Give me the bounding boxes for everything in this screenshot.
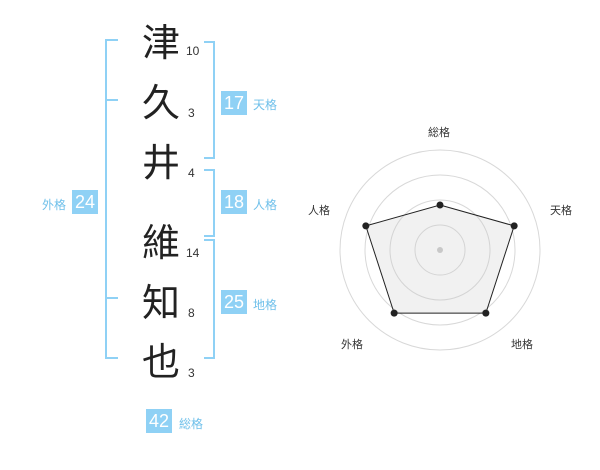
radar-point-1 [510, 222, 518, 230]
radar-polygon [365, 204, 515, 314]
radar-point-3 [390, 309, 398, 317]
name-char-6: 也 [141, 340, 180, 384]
stroke-count-6: 3 [188, 366, 195, 380]
radar-label-jinkaku: 人格 [308, 204, 330, 217]
stroke-count-3: 4 [188, 166, 195, 180]
chikaku-label: 地格 [253, 298, 278, 312]
gaikaku-value: 24 [72, 190, 98, 214]
radar-point-0 [436, 201, 444, 209]
radar-point-2 [482, 309, 490, 317]
chikaku-value: 25 [221, 290, 247, 314]
stroke-count-5: 8 [188, 306, 195, 320]
name-char-1: 津 [141, 21, 180, 65]
gaikaku-label: 外格 [42, 198, 67, 212]
radar-ring [414, 224, 466, 276]
name-char-2: 久 [141, 81, 180, 125]
radar-label-chikaku: 地格 [511, 338, 533, 351]
radar-ring [364, 174, 516, 326]
jinkaku-value: 18 [221, 190, 247, 214]
soukaku-label: 総格 [179, 417, 204, 431]
jinkaku-bracket [204, 169, 215, 237]
radar-ring [389, 199, 491, 301]
stroke-count-4: 14 [186, 246, 200, 260]
radar-ring [339, 149, 541, 351]
radar-point-4 [362, 222, 370, 230]
tenkaku-bracket [204, 41, 215, 159]
stroke-count-2: 3 [188, 106, 195, 120]
name-char-3: 井 [141, 141, 180, 185]
name-char-5: 知 [141, 281, 180, 325]
tenkaku-value: 17 [221, 91, 247, 115]
soukaku-value: 42 [146, 409, 172, 433]
radar-label-tenkaku: 天格 [550, 204, 572, 217]
jinkaku-label: 人格 [253, 198, 278, 212]
name-char-4: 維 [141, 221, 180, 265]
tenkaku-label: 天格 [253, 98, 278, 112]
radar-center [437, 247, 443, 253]
chikaku-bracket [204, 239, 215, 359]
radar-label-soukaku: 総格 [428, 126, 450, 139]
radar-label-gaikaku: 外格 [341, 338, 363, 351]
gaikaku-bracket [105, 39, 118, 359]
stroke-count-1: 10 [186, 44, 200, 58]
